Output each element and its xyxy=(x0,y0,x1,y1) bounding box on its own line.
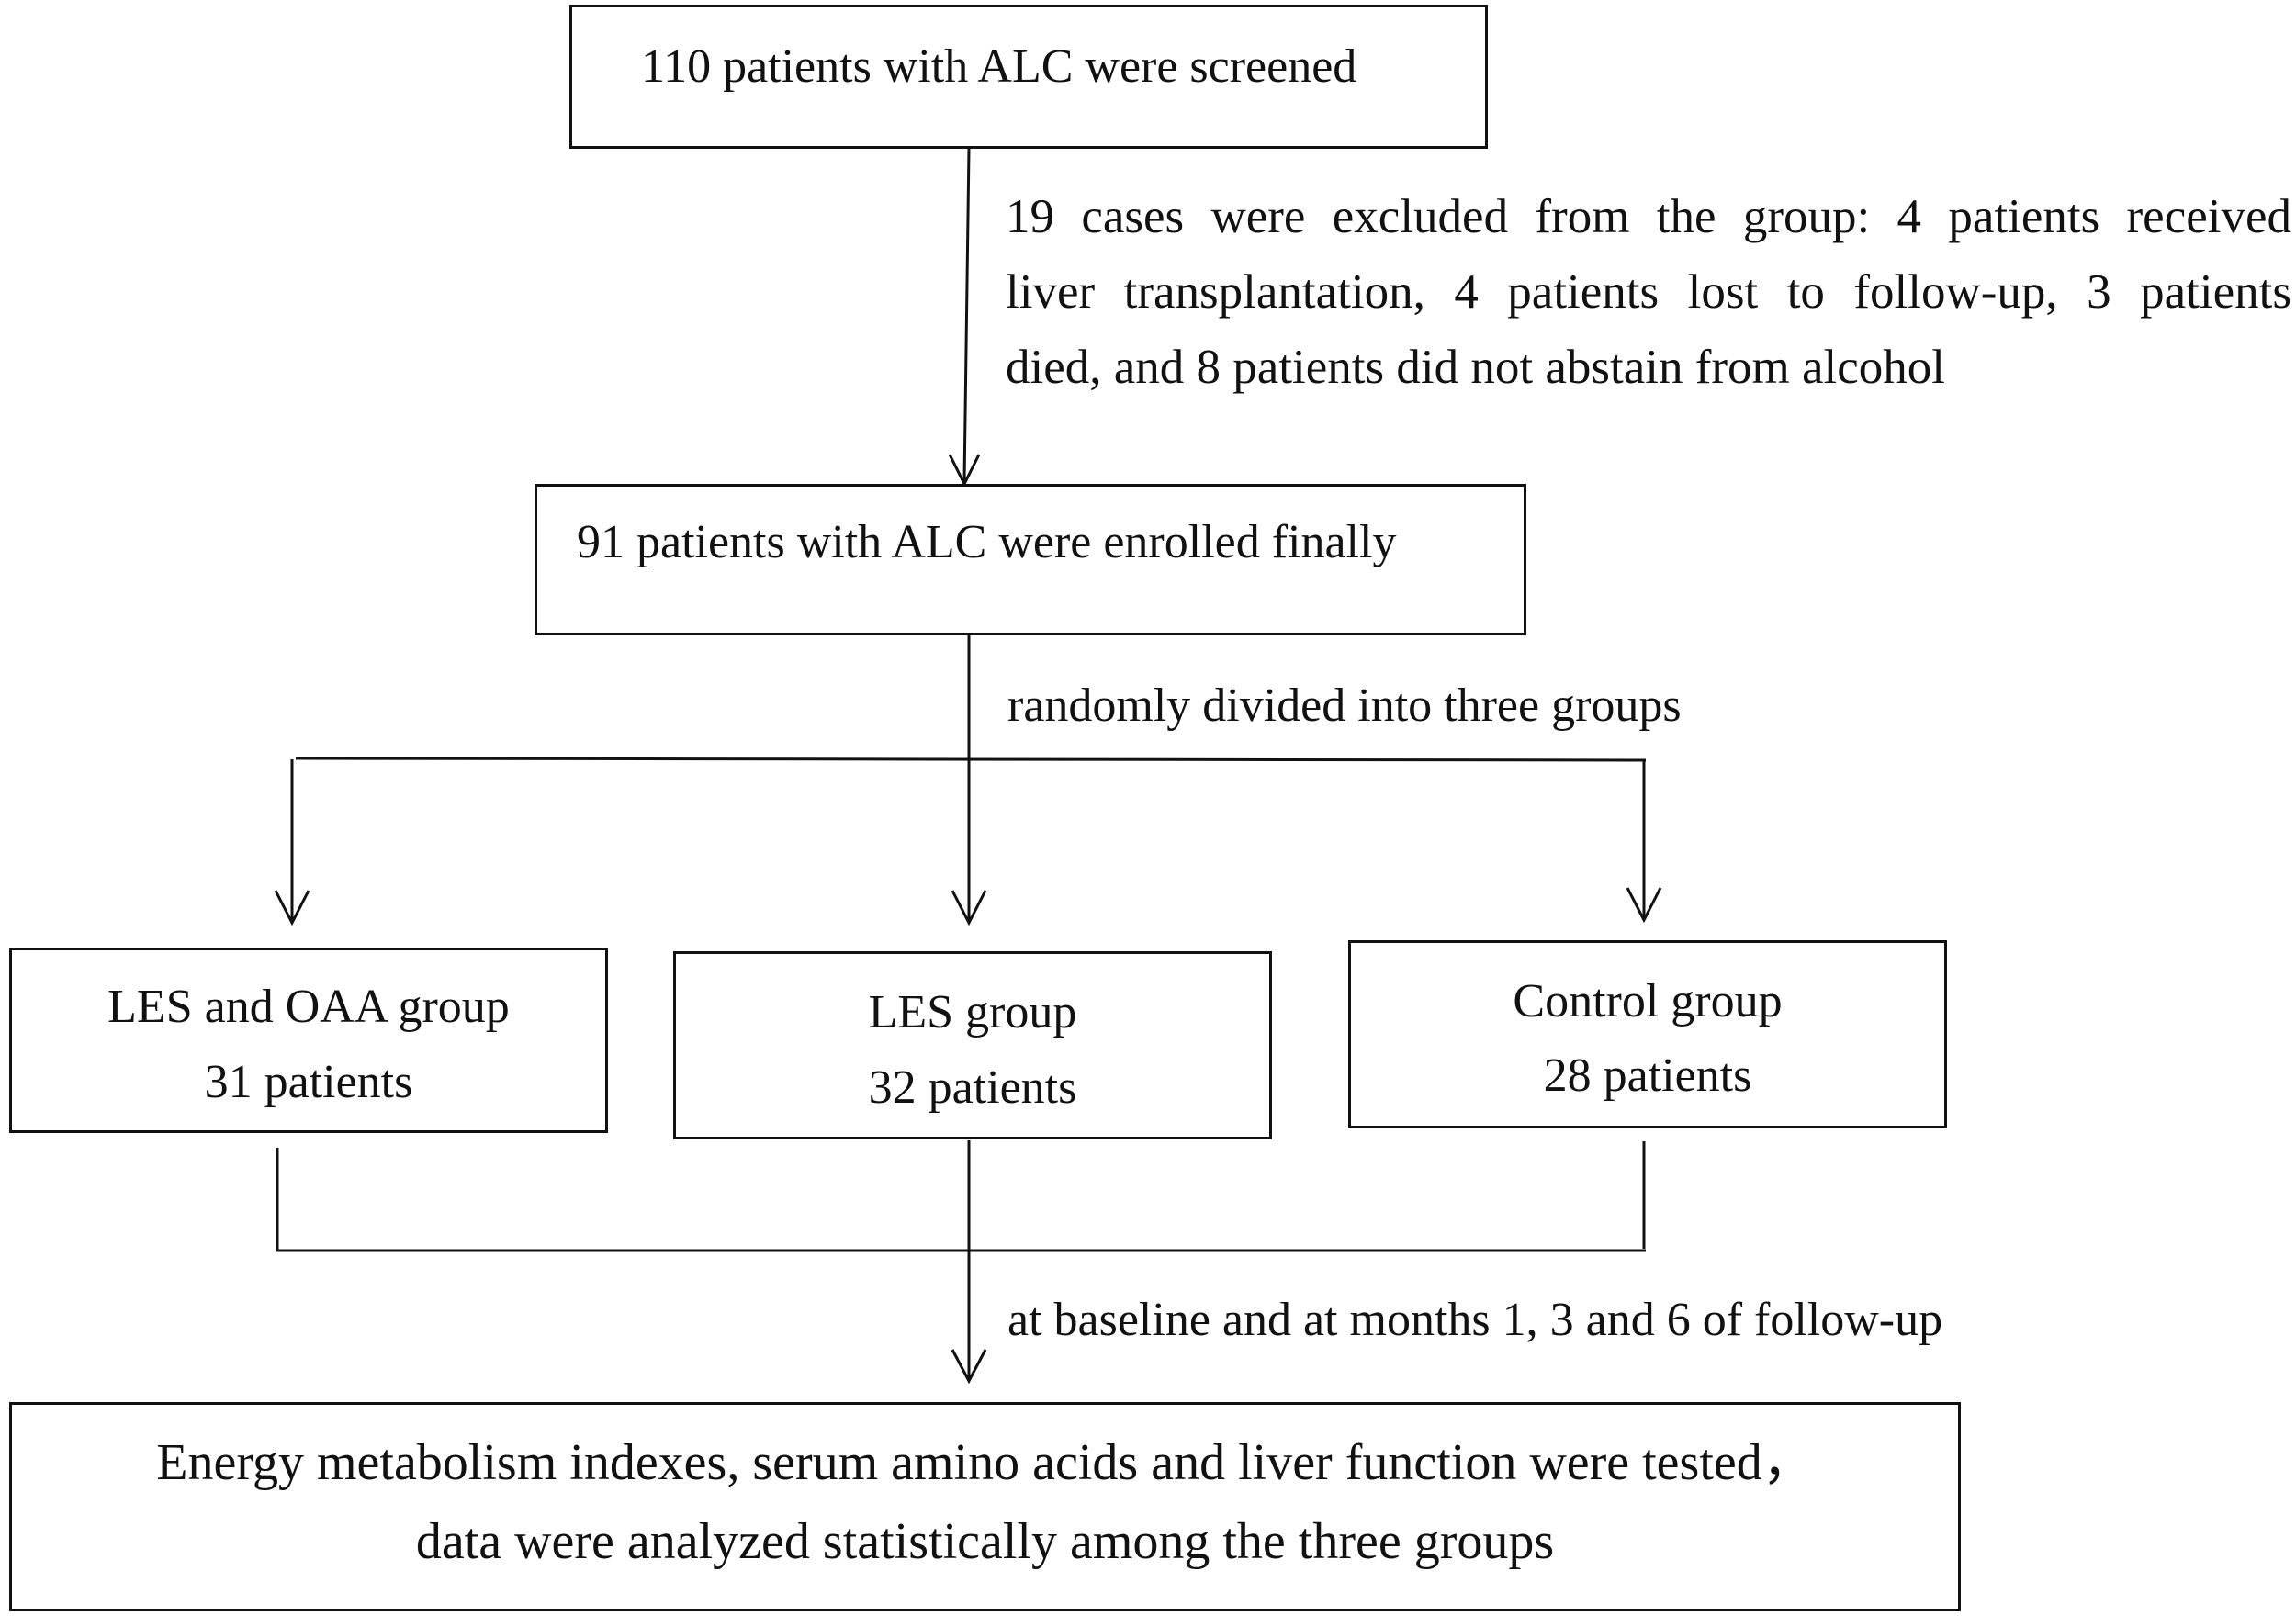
enrolled-text: 91 patients with ALC were enrolled final… xyxy=(577,516,1397,568)
outcome-line-2: data were analyzed statistically among t… xyxy=(415,1513,1555,1570)
outcome-box: Energy metabolism indexes, serum amino a… xyxy=(9,1402,1961,1611)
outcome-line-1: Energy metabolism indexes, serum amino a… xyxy=(156,1434,1814,1491)
group-box-les: LES group 32 patients xyxy=(673,951,1272,1139)
group-count: 32 patients xyxy=(868,1061,1077,1114)
group-name: LES group xyxy=(868,986,1077,1038)
group-count: 28 patients xyxy=(1543,1049,1752,1102)
exclusion-line-1: 19 cases were excluded from the group: 4… xyxy=(1006,190,2291,243)
screened-box: 110 patients with ALC were screened xyxy=(569,5,1488,149)
group-box-control: Control group 28 patients xyxy=(1348,940,1947,1128)
exclusion-line-3: died, and 8 patients did not abstain fro… xyxy=(1006,341,1945,394)
group-count: 31 patients xyxy=(204,1056,413,1108)
screened-text: 110 patients with ALC were screened xyxy=(641,40,1357,93)
exclusion-note: 19 cases were excluded from the group: 4… xyxy=(1006,179,2291,405)
arrowhead-middle xyxy=(951,890,987,926)
arrowhead-right xyxy=(1626,887,1662,924)
arrowhead-outcome xyxy=(951,1349,987,1385)
exclusion-line-2: liver transplantation, 4 patients lost t… xyxy=(1006,265,2291,319)
group-box-les-oaa: LES and OAA group 31 patients xyxy=(9,948,608,1133)
enrolled-box: 91 patients with ALC were enrolled final… xyxy=(535,484,1526,635)
group-name: Control group xyxy=(1513,975,1783,1027)
split-bar xyxy=(295,757,1647,762)
randomize-label: randomly divided into three groups xyxy=(1007,679,1682,732)
arrowhead-left xyxy=(274,890,310,926)
followup-label: at baseline and at months 1, 3 and 6 of … xyxy=(1007,1294,1943,1346)
connector-screened-enrolled xyxy=(962,148,971,483)
group-name: LES and OAA group xyxy=(107,981,510,1033)
